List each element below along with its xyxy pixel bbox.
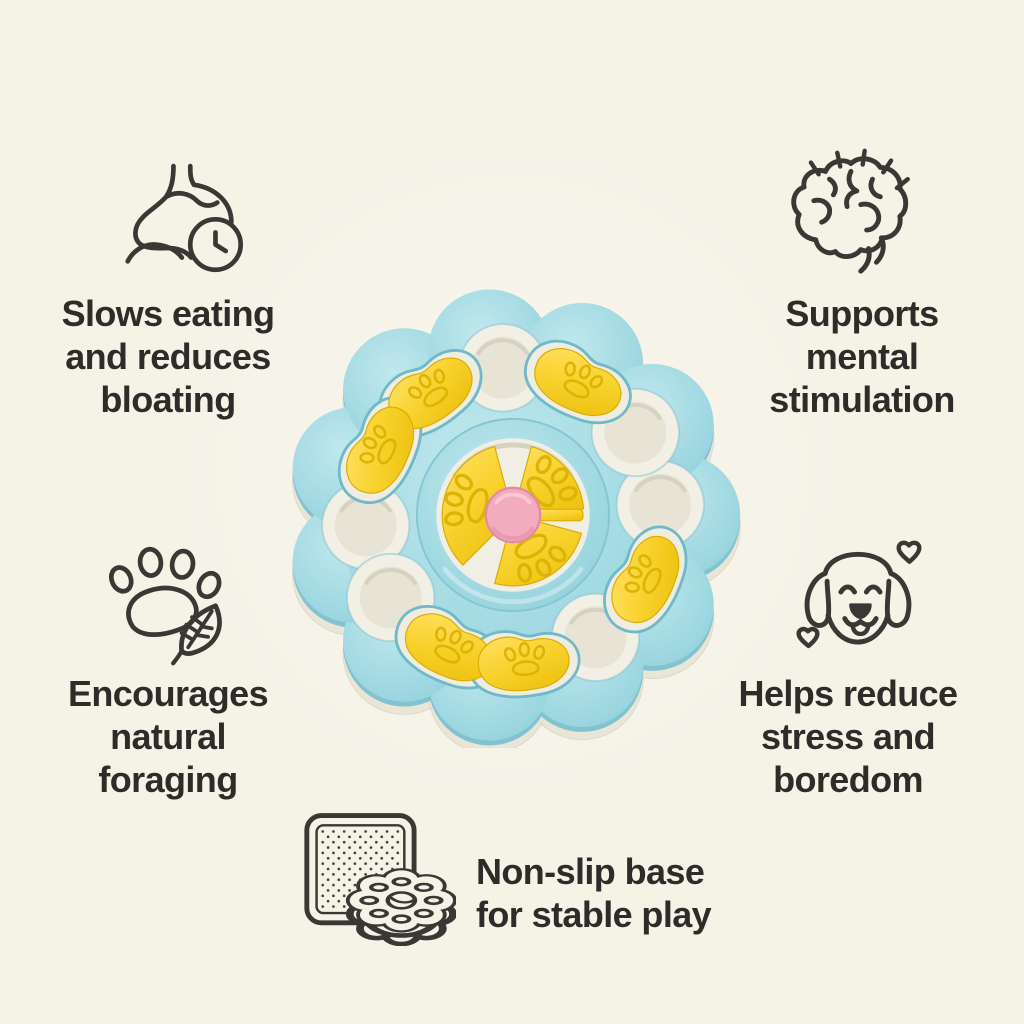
caption-line: for stable play [476,894,712,936]
caption-line: Non-slip base [476,851,705,892]
caption-line: mental [805,336,919,378]
dog-face-hearts-icon [782,520,934,668]
feature-natural-foraging-caption: Encourages natural foraging [28,672,308,802]
spinner-hub [415,417,611,613]
non-slip-mat-icon [300,808,456,946]
caption-line: Encourages [67,673,269,714]
caption-line: Helps reduce [738,673,958,714]
caption-line: stress and [760,716,936,758]
stomach-clock-icon [124,156,264,278]
feature-stress-boredom-caption: Helps reduce stress and boredom [704,672,992,802]
caption-line: foraging [98,759,238,801]
center-knob [484,486,542,544]
puzzle-feeder-image [292,289,741,748]
feature-slows-eating-caption: Slows eating and reduces bloating [18,292,318,422]
dog-puzzle-feeder [280,282,746,748]
feature-mental-stimulation-caption: Supports mental stimulation [722,292,1002,422]
caption-line: stimulation [769,379,955,421]
caption-line: Slows eating [61,293,275,334]
caption-line: Supports [785,293,939,334]
caption-line: bloating [100,379,236,421]
feature-non-slip-caption: Non-slip base for stable play [476,850,806,936]
paw-leaf-icon [96,536,238,668]
caption-line: and reduces [65,336,271,378]
caption-line: boredom [773,759,923,801]
brain-icon [786,144,914,276]
caption-line: natural [110,716,226,758]
